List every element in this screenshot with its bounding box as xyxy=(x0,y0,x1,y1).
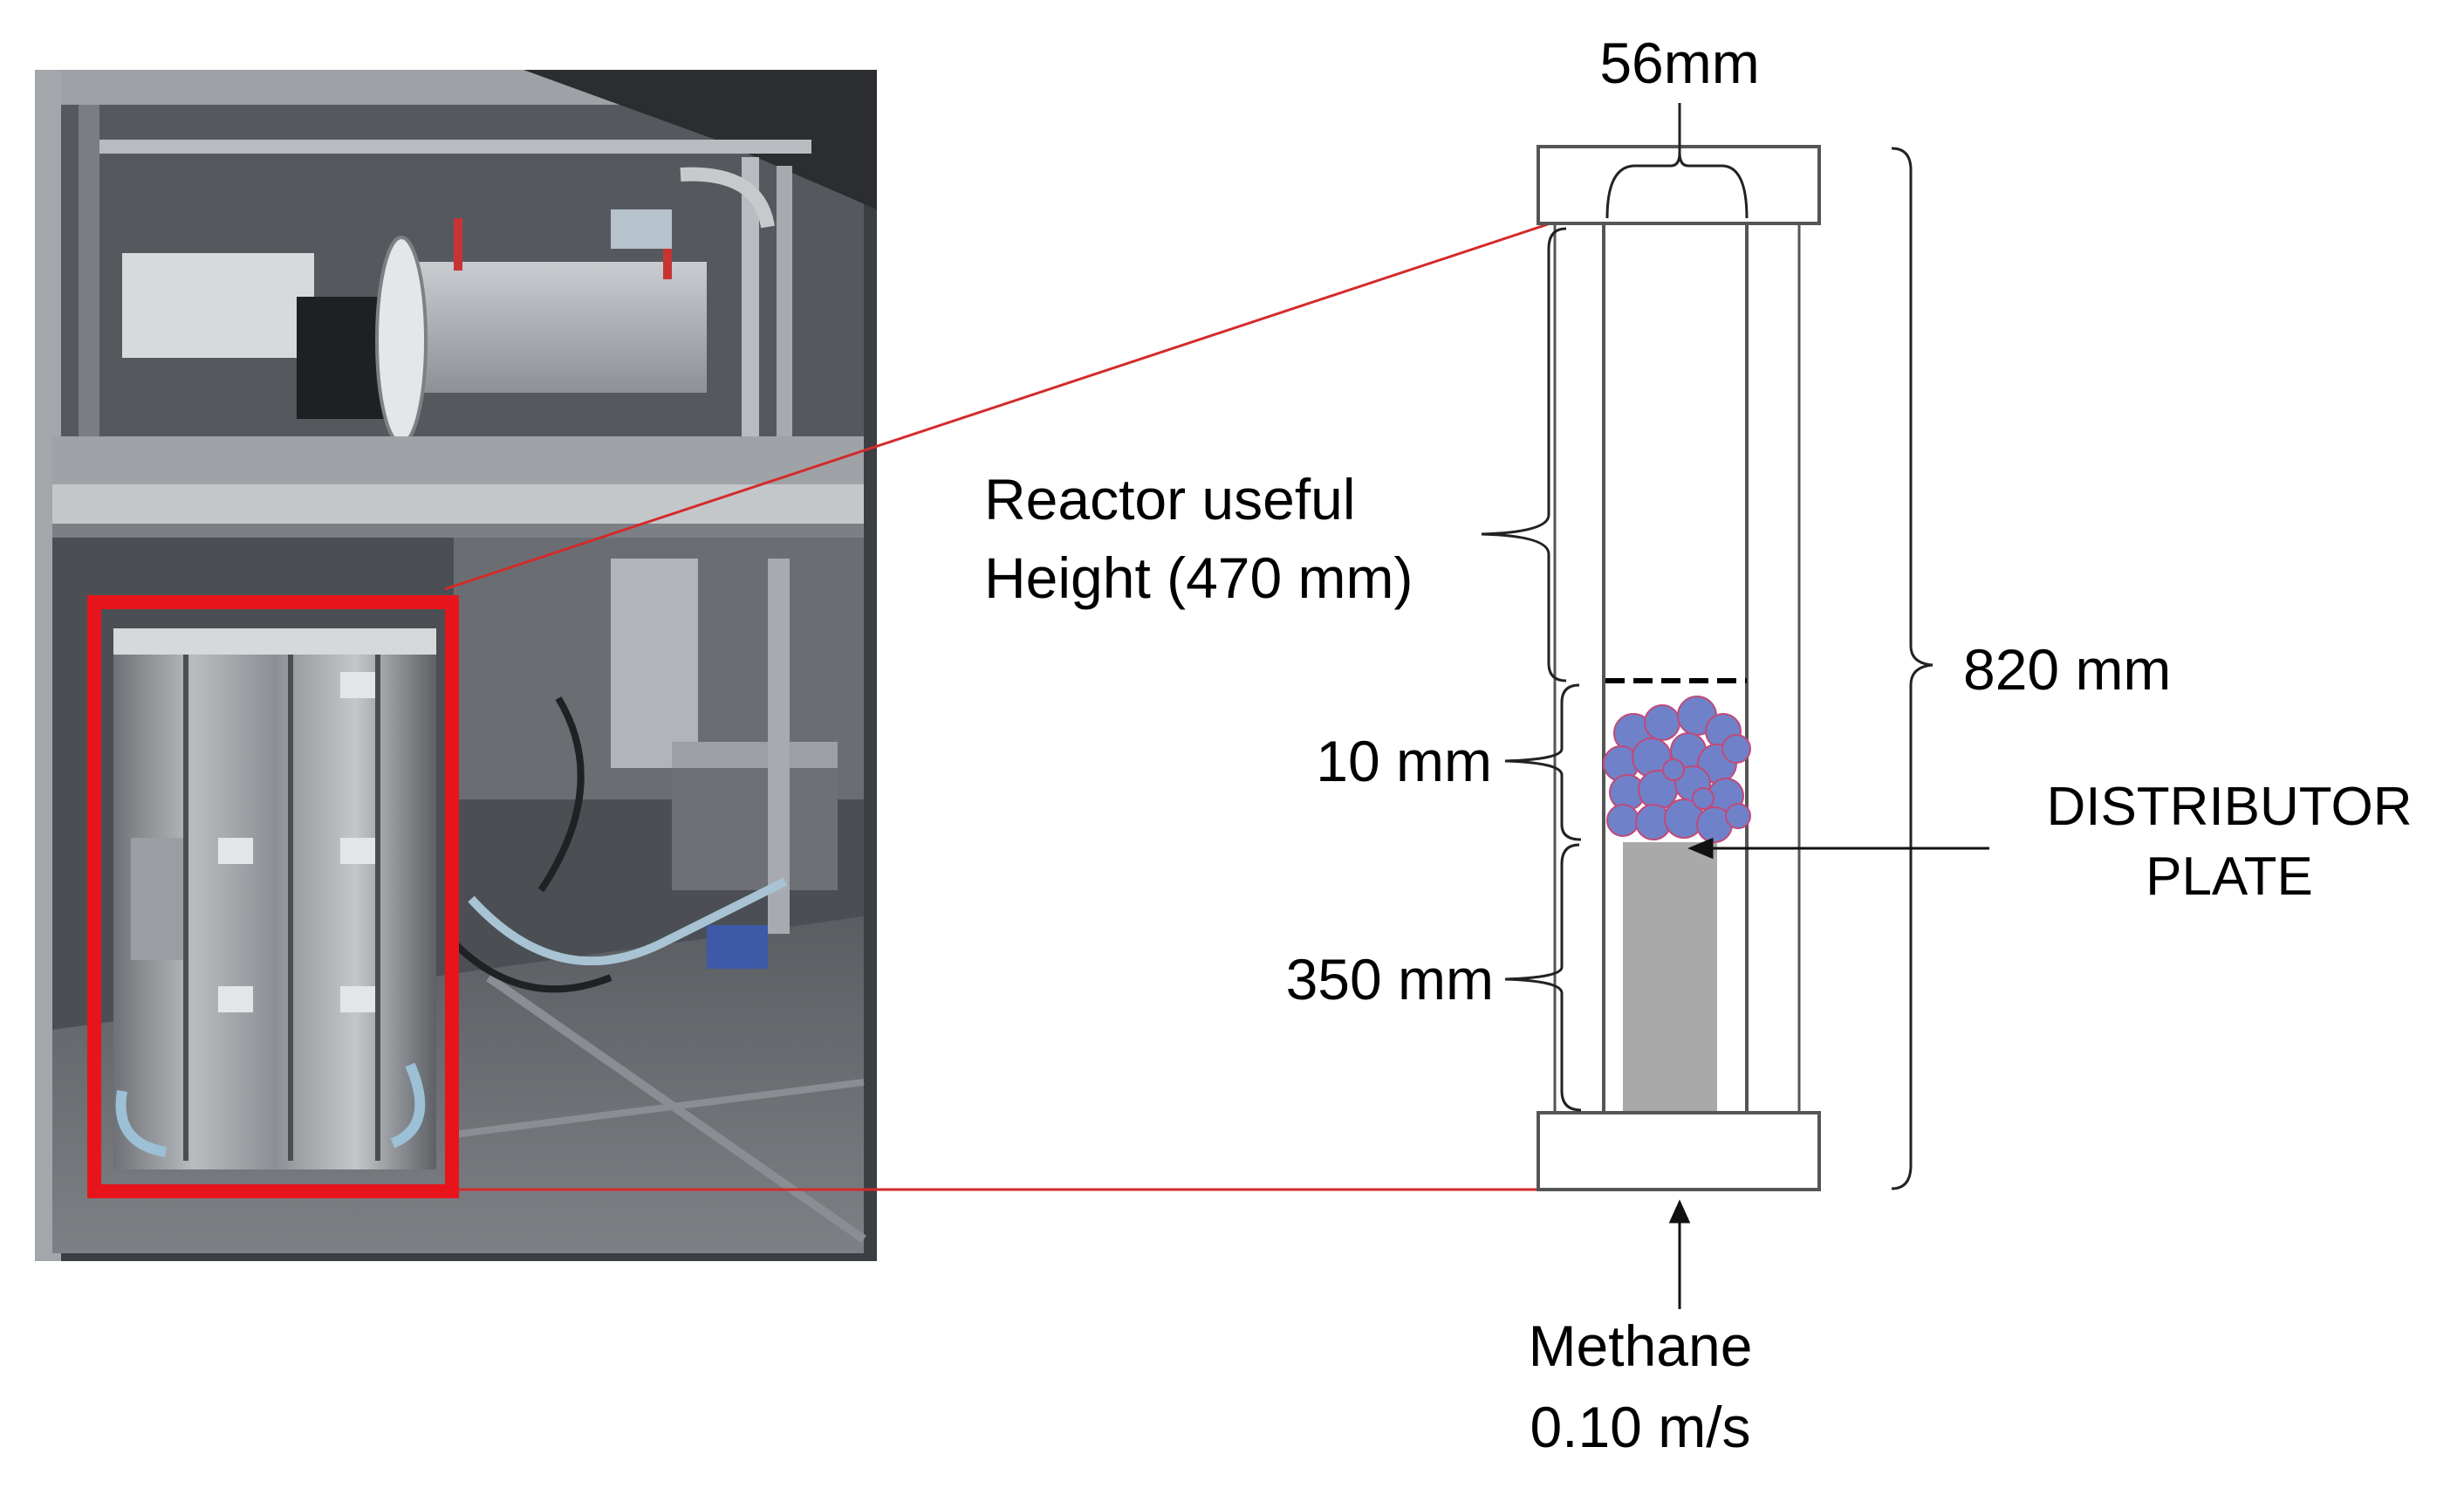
equipment-photo xyxy=(35,70,877,1261)
packed-support xyxy=(1623,842,1717,1111)
label-total-height: 820 mm xyxy=(1963,637,2171,702)
label-distributor-line1: DISTRIBUTOR xyxy=(2046,777,2412,837)
label-diameter: 56mm xyxy=(1599,31,1759,95)
label-distributor-line2: PLATE xyxy=(2146,847,2313,907)
label-useful-height-line1: Reactor useful xyxy=(984,467,1356,531)
dimension-brackets xyxy=(1481,103,1934,1190)
label-useful-height-line2: Height (470 mm) xyxy=(984,545,1413,610)
label-lower-section: 350 mm xyxy=(1286,947,1494,1012)
label-gas-line1: Methane xyxy=(1529,1313,1753,1378)
reactor-schematic xyxy=(1537,145,1821,1191)
connector-line-top xyxy=(444,221,1554,591)
arrows xyxy=(1668,837,1989,1309)
total-height-bracket xyxy=(1891,147,1934,1190)
diameter-bracket xyxy=(1605,152,1749,219)
bed-height-bracket xyxy=(1504,683,1582,841)
label-bed-height: 10 mm xyxy=(1316,729,1492,793)
useful-height-bracket xyxy=(1481,227,1567,682)
label-gas-line2: 0.10 m/s xyxy=(1530,1395,1750,1459)
particle-bed xyxy=(1603,696,1751,843)
highlight-frame xyxy=(87,595,459,1198)
bottom-flange xyxy=(1537,1111,1821,1191)
lower-section-bracket xyxy=(1504,843,1582,1112)
